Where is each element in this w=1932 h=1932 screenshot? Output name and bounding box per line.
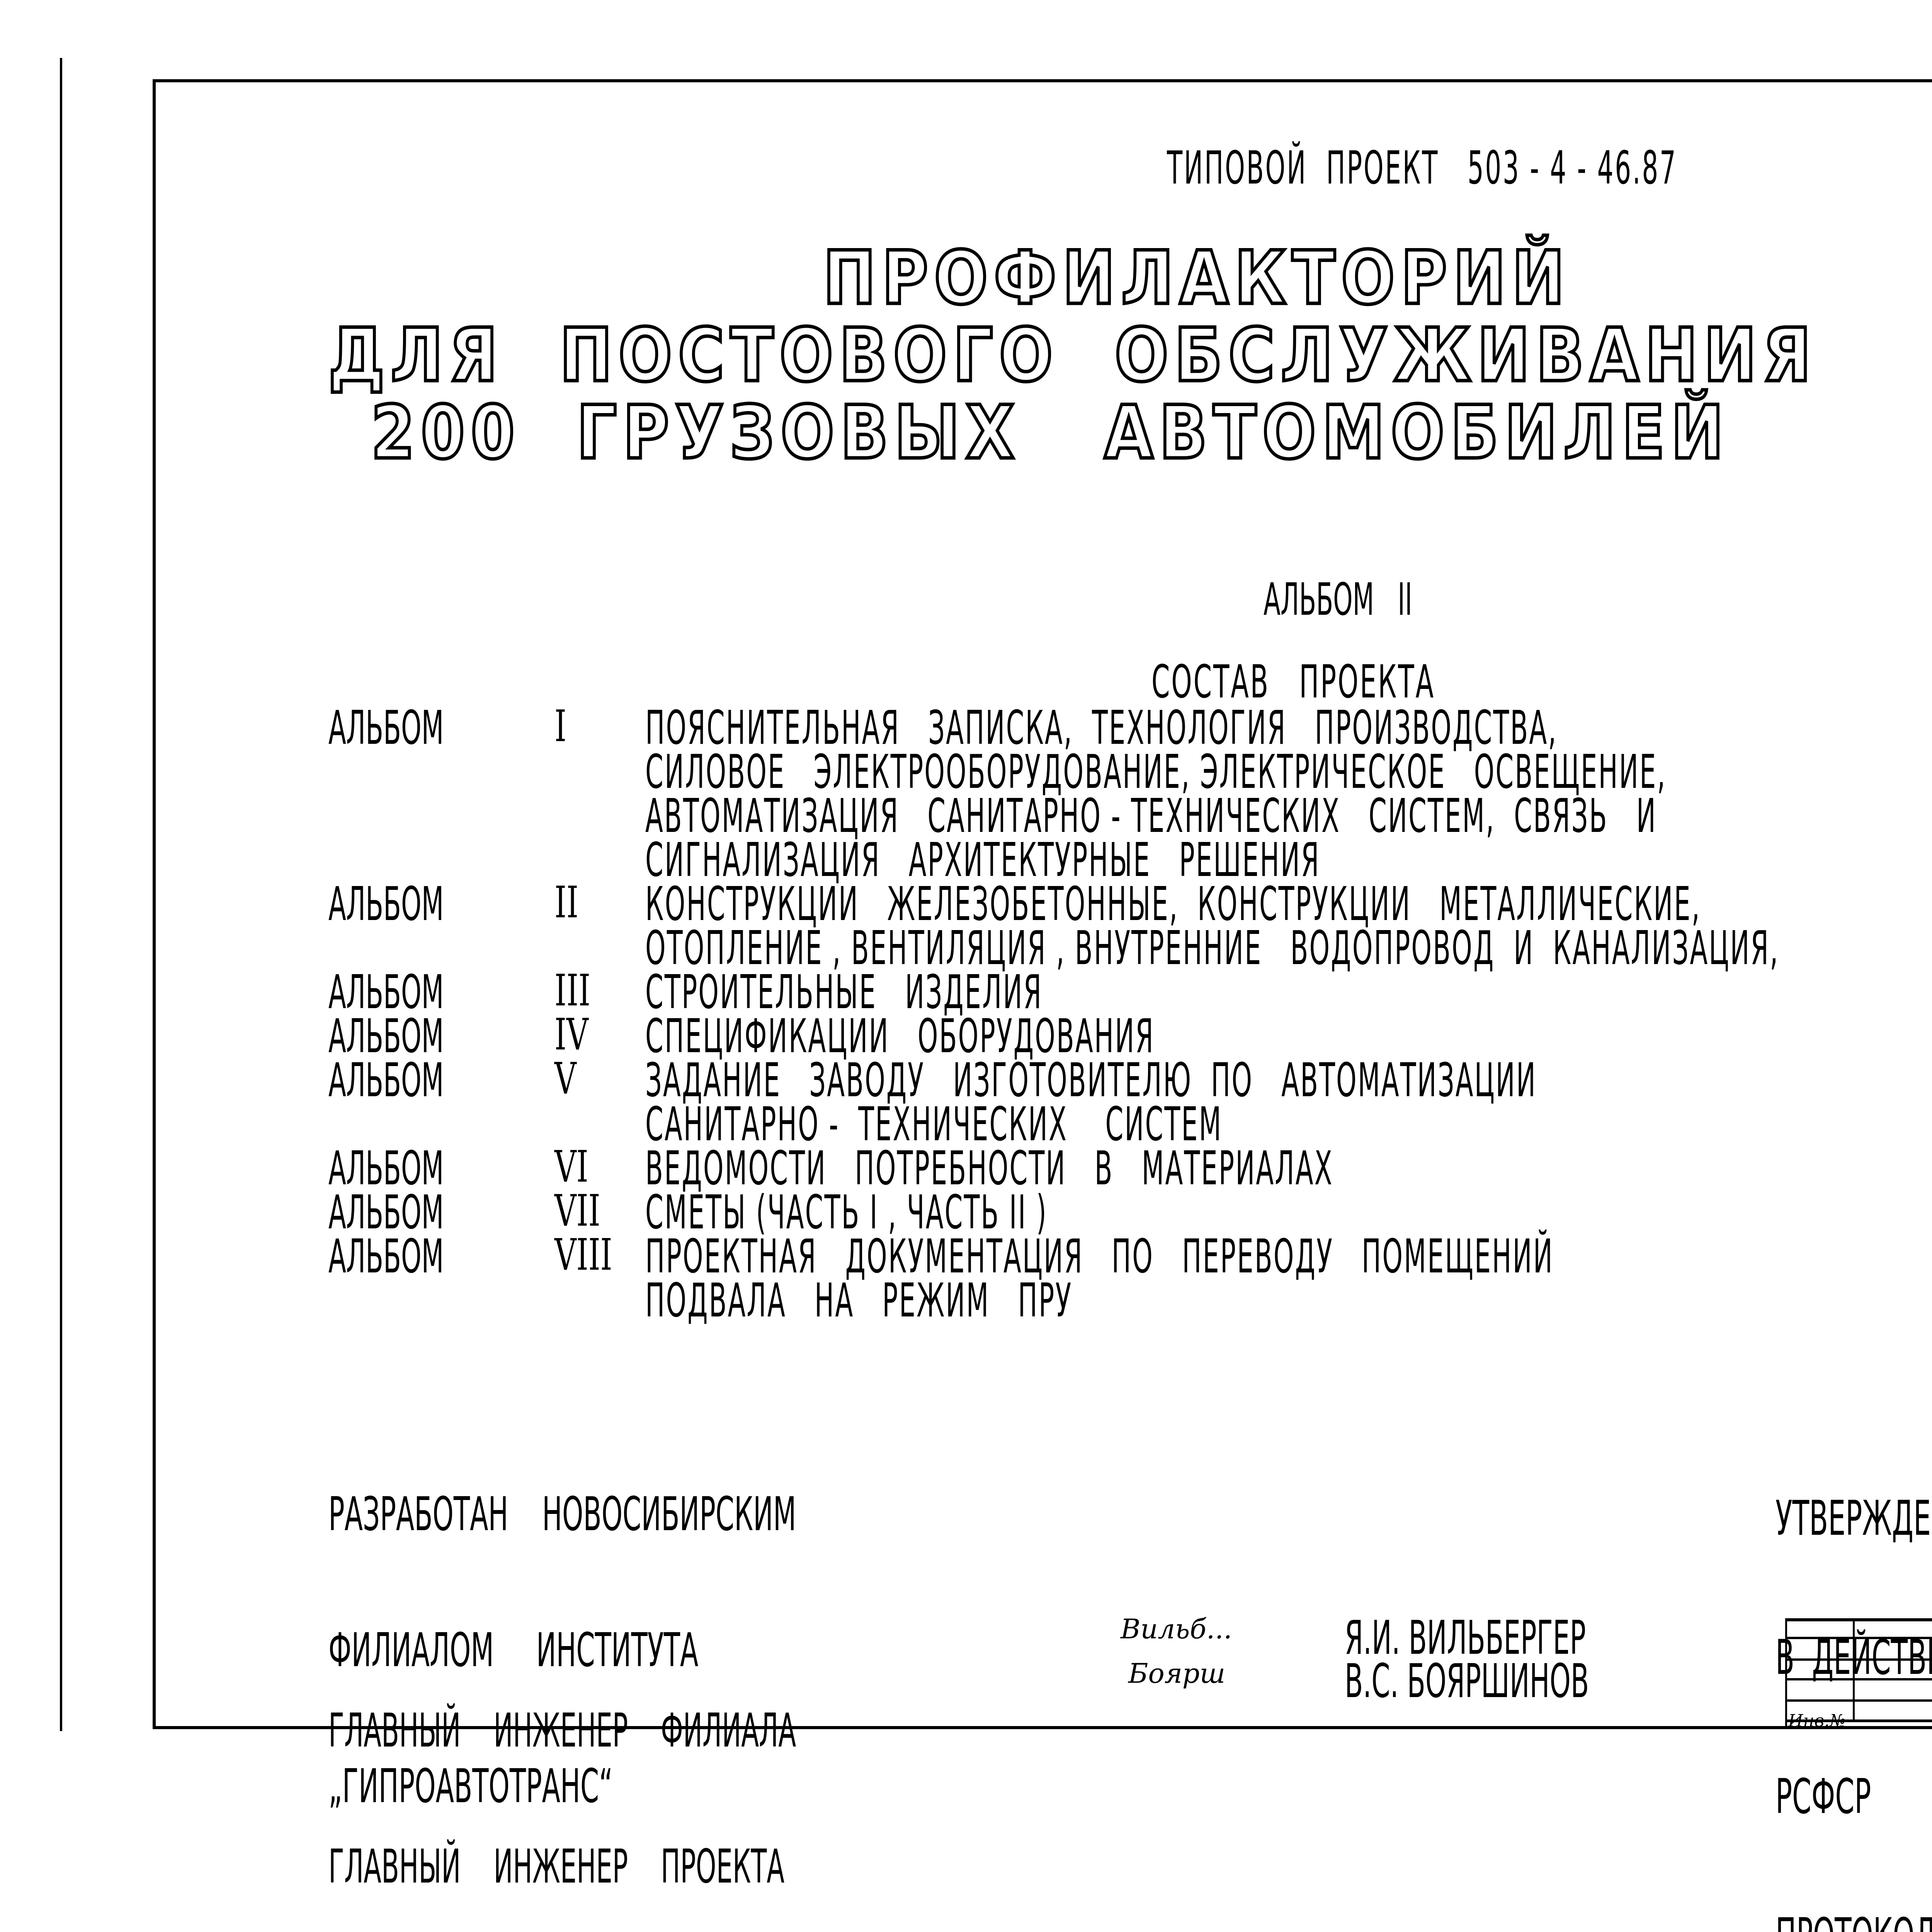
album-description: САНИТАРНО - ТЕХНИЧЕСКИХ СИСТЕМ: [645, 1098, 1223, 1151]
album-label: АЛЬБОМ: [328, 701, 444, 755]
title-line-1: ПРОФИЛАКТОРИЙ: [821, 235, 1571, 321]
album-description: ОТОПЛЕНИЕ , ВЕНТИЛЯЦИЯ , ВНУТРЕННИЕ ВОДО…: [645, 922, 1779, 975]
signatory-role: ГЛАВНЫЙ ИНЖЕНЕР ФИЛИАЛА: [328, 1704, 796, 1758]
album-number: V: [554, 1054, 577, 1104]
album-row-1-cont: АВТОМАТИЗАЦИЯ САНИТАРНО - ТЕХНИЧЕСКИХ СИ…: [328, 789, 1932, 843]
album-description: СТРОИТЕЛЬНЫЕ ИЗДЕЛИЯ: [645, 966, 1043, 1019]
album-row-6: АЛЬБОМ VI ВЕДОМОСТИ ПОТРЕБНОСТИ В МАТЕРИ…: [328, 1142, 1932, 1196]
signatories-block: ГЛАВНЫЙ ИНЖЕНЕР ФИЛИАЛА ГЛАВНЫЙ ИНЖЕНЕР …: [328, 1615, 796, 1932]
table-rule: [1853, 1618, 1855, 1719]
signatory-name: Я.И. ВИЛЬБЕРГЕР: [1345, 1611, 1586, 1665]
album-row-2-cont: ОТОПЛЕНИЕ , ВЕНТИЛЯЦИЯ , ВНУТРЕННИЕ ВОДО…: [328, 922, 1932, 975]
album-number: III: [554, 966, 590, 1016]
album-row-5: АЛЬБОМ V ЗАДАНИЕ ЗАВОДУ ИЗГОТОВИТЕЛЮ ПО …: [328, 1054, 1932, 1107]
approval-line: ПРОТОКОЛ ОТ 15.09.87 N 13: [1776, 1912, 1932, 1932]
approval-line: В ДЕЙСТВИЕ МИНАВТОТРАНСОМ: [1776, 1630, 1932, 1685]
album-row-1-cont: СИЛОВОЕ ЭЛЕКТРООБОРУДОВАНИЕ, ЭЛЕКТРИЧЕСК…: [328, 745, 1932, 799]
album-label: АЛЬБОМ: [328, 878, 444, 931]
signatory-role: ГЛАВНЫЙ ИНЖЕНЕР ПРОЕКТА: [328, 1840, 785, 1894]
table-rule: [1785, 1618, 1932, 1621]
album-description: СИГНАЛИЗАЦИЯ АРХИТЕКТУРНЫЕ РЕШЕНИЯ: [645, 833, 1320, 887]
table-rule: [1785, 1719, 1932, 1722]
album-description: АВТОМАТИЗАЦИЯ САНИТАРНО - ТЕХНИЧЕСКИХ СИ…: [645, 789, 1657, 843]
album-row-2: АЛЬБОМ II КОНСТРУКЦИИ ЖЕЛЕЗОБЕТОННЫЕ, КО…: [328, 878, 1932, 931]
inventory-label: Инв.№: [1788, 1711, 1846, 1731]
project-code: ТИПОВОЙ ПРОЕКТ 503 - 4 - 46.87: [1167, 141, 1677, 194]
album-number: VII: [554, 1186, 600, 1236]
signature-icon: Вильб...: [1121, 1613, 1232, 1645]
title-line-3: 200 ГРУЗОВЫХ АВТОМОБИЛЕЙ: [369, 390, 1730, 475]
album-row-4: АЛЬБОМ IV СПЕЦИФИКАЦИИ ОБОРУДОВАНИЯ: [328, 1010, 1932, 1063]
left-trim-line: [60, 58, 62, 1731]
album-row-1: АЛЬБОМ I ПОЯСНИТЕЛЬНАЯ ЗАПИСКА, ТЕХНОЛОГ…: [328, 701, 1932, 755]
album-description: СМЕТЫ (ЧАСТЬ I , ЧАСТЬ II ): [645, 1186, 1048, 1240]
signatory-name: В.С. БОЯРШИНОВ: [1345, 1655, 1589, 1708]
album-number: I: [554, 701, 566, 752]
developed-by-line: ФИЛИАЛОМ ИНСТИТУТА: [328, 1624, 699, 1677]
table-rule: [1785, 1637, 1932, 1639]
album-description: ВЕДОМОСТИ ПОТРЕБНОСТИ В МАТЕРИАЛАХ: [645, 1142, 1333, 1196]
album-label: АЛЬБОМ: [328, 1186, 444, 1240]
signature-icon: Боярш: [1128, 1658, 1226, 1689]
album-description: СИЛОВОЕ ЭЛЕКТРООБОРУДОВАНИЕ, ЭЛЕКТРИЧЕСК…: [645, 745, 1667, 799]
title-block-table: Привязан Инв.№: [1785, 1618, 1932, 1731]
album-number: II: [554, 878, 578, 928]
album-description: КОНСТРУКЦИИ ЖЕЛЕЗОБЕТОННЫЕ, КОНСТРУКЦИИ …: [645, 878, 1701, 931]
album-label: АЛЬБОМ: [328, 1230, 444, 1284]
album-number: VIII: [554, 1230, 612, 1280]
album-row-5-cont: САНИТАРНО - ТЕХНИЧЕСКИХ СИСТЕМ: [328, 1098, 1932, 1151]
album-description: ЗАДАНИЕ ЗАВОДУ ИЗГОТОВИТЕЛЮ ПО АВТОМАТИЗ…: [645, 1054, 1537, 1107]
album-label: АЛЬБОМ: [328, 966, 444, 1019]
album-description: ПРОЕКТНАЯ ДОКУМЕНТАЦИЯ ПО ПЕРЕВОДУ ПОМЕЩ…: [645, 1230, 1554, 1284]
table-rule: [1785, 1678, 1932, 1680]
drawing-frame: [153, 79, 1932, 1729]
album-subtitle: АЛЬБОМ II: [1264, 574, 1412, 626]
album-number: IV: [554, 1010, 588, 1060]
approval-line: УТВЕРЖДЕН И ВВЕДЕН: [1776, 1491, 1932, 1546]
album-list: АЛЬБОМ I ПОЯСНИТЕЛЬНАЯ ЗАПИСКА, ТЕХНОЛОГ…: [328, 701, 1932, 1328]
album-label: АЛЬБОМ: [328, 1010, 444, 1063]
developed-by-block: РАЗРАБОТАН НОВОСИБИРСКИМ ФИЛИАЛОМ ИНСТИТ…: [328, 1399, 796, 1853]
title-line-2: ДЛЯ ПОСТОВОГО ОБСЛУЖИВАНИЯ: [327, 313, 1817, 398]
album-description: ПОДВАЛА НА РЕЖИМ ПРУ: [645, 1274, 1073, 1328]
album-row-7: АЛЬБОМ VII СМЕТЫ (ЧАСТЬ I , ЧАСТЬ II ): [328, 1186, 1932, 1240]
table-rule: [1785, 1618, 1787, 1729]
album-number: VI: [554, 1142, 588, 1192]
table-rule: [1785, 1658, 1932, 1661]
developed-by-line: „ГИПРОАВТОТРАНС“: [328, 1760, 613, 1813]
album-row-1-cont: СИГНАЛИЗАЦИЯ АРХИТЕКТУРНЫЕ РЕШЕНИЯ: [328, 833, 1932, 887]
developed-by-line: РАЗРАБОТАН НОВОСИБИРСКИМ: [328, 1488, 796, 1541]
composition-heading: СОСТАВ ПРОЕКТА: [1151, 655, 1435, 708]
album-row-8-cont: ПОДВАЛА НА РЕЖИМ ПРУ: [328, 1274, 1932, 1328]
table-rule: [1785, 1699, 1932, 1702]
album-row-8: АЛЬБОМ VIII ПРОЕКТНАЯ ДОКУМЕНТАЦИЯ ПО ПЕ…: [328, 1230, 1932, 1284]
album-label: АЛЬБОМ: [328, 1142, 444, 1196]
album-description: СПЕЦИФИКАЦИИ ОБОРУДОВАНИЯ: [645, 1010, 1155, 1063]
album-label: АЛЬБОМ: [328, 1054, 444, 1107]
album-row-3: АЛЬБОМ III СТРОИТЕЛЬНЫЕ ИЗДЕЛИЯ: [328, 966, 1932, 1019]
album-description: ПОЯСНИТЕЛЬНАЯ ЗАПИСКА, ТЕХНОЛОГИЯ ПРОИЗВ…: [645, 701, 1558, 755]
approval-line: РСФСР: [1776, 1769, 1871, 1825]
